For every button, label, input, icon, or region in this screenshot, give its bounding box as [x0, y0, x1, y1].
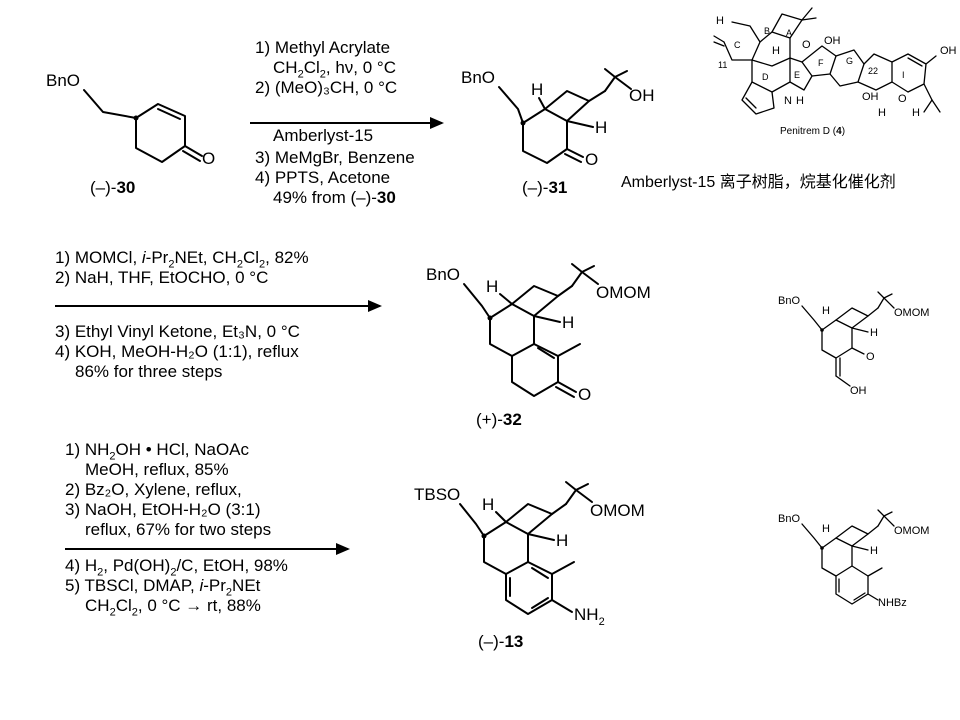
- penitrem-name: Penitrem D (4): [780, 126, 845, 137]
- reaction-arrow-2: [55, 300, 382, 312]
- ring-label-d: D: [762, 72, 769, 82]
- amberlyst-note: Amberlyst-15 离子树脂，烷基化催化剂: [621, 174, 896, 191]
- conditions-step3: 1) NH2OH • HCl, NaOAc MeOH, reflux, 85% …: [65, 440, 272, 539]
- ring-label-g: G: [846, 56, 853, 66]
- oh-label: OH: [862, 91, 879, 103]
- compound-13-structure: TBSO OMOM H H NH2: [414, 481, 645, 628]
- position-11-label: 11: [718, 60, 727, 70]
- bno-label: BnO: [46, 71, 80, 90]
- omom-label: OMOM: [596, 283, 651, 302]
- carbonyl-o-label: O: [585, 150, 598, 169]
- h-label: H: [772, 45, 780, 57]
- h-label: H: [482, 495, 494, 514]
- bno-label: BnO: [426, 265, 460, 284]
- compound-30-structure: BnO O: [46, 71, 215, 168]
- h-label: H: [531, 80, 543, 99]
- h-label: H: [822, 523, 830, 535]
- ring-label-b: B: [764, 26, 770, 36]
- reaction-arrow-1: [250, 117, 444, 129]
- conditions-step2: 1) MOMCl, i-Pr2NEt, CH2Cl2, 82% 2) NaH, …: [55, 248, 309, 287]
- h-label: H: [716, 15, 724, 27]
- bno-label: BnO: [778, 295, 800, 307]
- bno-label: BnO: [778, 513, 800, 525]
- oh-label: OH: [940, 45, 957, 57]
- nhbz-label: NHBz: [878, 597, 907, 609]
- oh-label: OH: [824, 35, 841, 47]
- h-label: H: [562, 313, 574, 332]
- oh-label: OH: [850, 385, 867, 397]
- oh-label: OH: [629, 86, 655, 105]
- compound-31-structure: BnO OH H H O: [461, 68, 655, 169]
- conditions-step2b: 3) Ethyl Vinyl Ketone, Et₃N, 0 °C 4) KOH…: [55, 322, 300, 381]
- h-label: H: [822, 305, 830, 317]
- h-label: H: [912, 107, 920, 119]
- h-label: H: [870, 327, 878, 339]
- tbso-label: TBSO: [414, 485, 460, 504]
- omom-label: OMOM: [894, 307, 929, 319]
- carbonyl-o-label: O: [202, 149, 215, 168]
- o-label: O: [802, 39, 811, 51]
- label-13: (–)-13: [478, 632, 524, 651]
- omom-label: OMOM: [894, 525, 929, 537]
- ring-label-f: F: [818, 58, 824, 68]
- h-label: H: [486, 277, 498, 296]
- nh2-label: NH2: [574, 605, 605, 628]
- position-22-label: 22: [868, 66, 878, 76]
- label-32: (+)-32: [476, 410, 522, 429]
- omom-label: OMOM: [590, 501, 645, 520]
- ring-label-a: A: [786, 28, 792, 38]
- label-31: (–)-31: [522, 178, 568, 197]
- nh-label: H: [796, 95, 804, 107]
- reaction-arrow-3: [65, 543, 350, 555]
- h-label: H: [556, 531, 568, 550]
- conditions-step3b: 4) H2, Pd(OH)2/C, EtOH, 98% 5) TBSCl, DM…: [65, 556, 288, 619]
- ring-label-e: E: [794, 70, 800, 80]
- label-30: (–)-30: [90, 178, 136, 197]
- conditions-step1b: Amberlyst-15: [273, 126, 374, 145]
- ring-label-c: C: [734, 40, 741, 50]
- h-label: H: [878, 107, 886, 119]
- h-label: H: [870, 545, 878, 557]
- n-label: N: [784, 95, 792, 107]
- bno-label: BnO: [461, 68, 495, 87]
- carbonyl-o-label: O: [578, 385, 591, 404]
- conditions-step1: 1) Methyl Acrylate CH2Cl2, hν, 0 °C 2) (…: [255, 38, 398, 97]
- o-label: O: [898, 93, 907, 105]
- ring-label-i: I: [902, 70, 905, 80]
- carbonyl-o-label: O: [866, 351, 875, 363]
- conditions-step1c: 3) MeMgBr, Benzene 4) PPTS, Acetone 49% …: [255, 148, 415, 207]
- h-label: H: [595, 118, 607, 137]
- side-structure-1: BnO OMOM H H O OH: [778, 291, 929, 397]
- penitrem-d-structure: H B A O C D E F G I H 11 22 N H OH OH O …: [713, 7, 957, 137]
- compound-32-structure: BnO OMOM H H O: [426, 263, 651, 404]
- side-structure-2: BnO OMOM H H NHBz: [778, 509, 929, 609]
